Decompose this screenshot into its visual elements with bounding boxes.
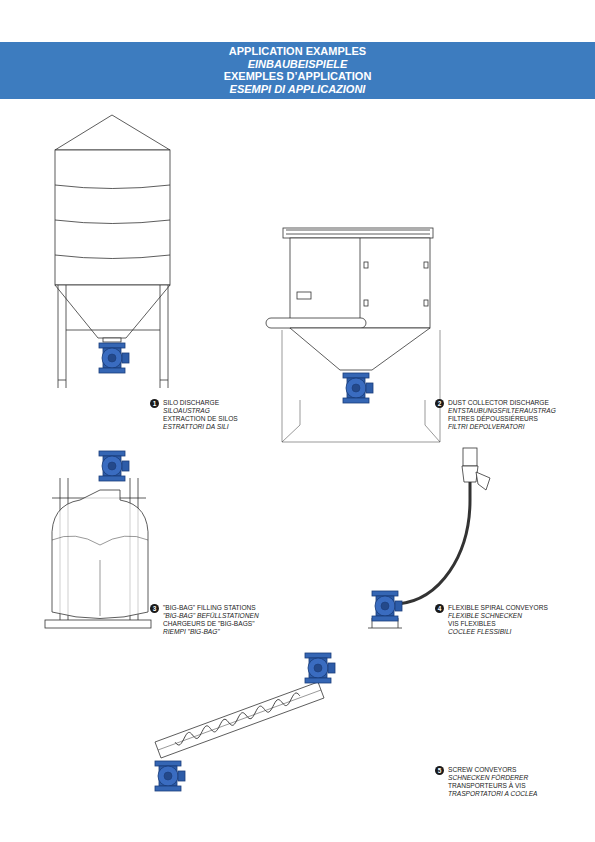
application-caption: TRASPORTATORI A COCLEA [448, 790, 538, 798]
callout-number: 1 [150, 399, 159, 408]
application-caption: FLEXIBLE SPIRAL CONVEYORS [448, 604, 548, 612]
application-caption: FILTRES DÉPOUSSIÉREURS [448, 415, 538, 423]
application-caption: ENTSTAUBUNGSFILTERAUSTRAG [448, 407, 556, 415]
callout-number: 5 [435, 766, 444, 775]
rotary-valve [372, 591, 402, 621]
application-caption: SCREW CONVEYORS [448, 766, 517, 774]
application-caption: "BIG-BAG" FILLING STATIONS [163, 604, 256, 612]
rotary-valve [305, 653, 335, 683]
header-title: EXEMPLES D’APPLICATION [0, 70, 595, 83]
application-caption: VIS FLEXIBLES [448, 620, 496, 628]
application-caption: CHARGEURS DE "BIG-BAGS" [163, 620, 255, 628]
header-title: APPLICATION EXAMPLES [0, 45, 595, 58]
application-caption: SILO DISCHARGE [163, 399, 219, 407]
application-caption: COCLEE FLESSIBILI [448, 628, 511, 636]
application-caption: EXTRACTION DE SILOS [163, 415, 238, 423]
callout-number: 2 [435, 399, 444, 408]
application-caption: FLEXIBLE SCHNECKEN [448, 612, 522, 620]
application-caption: RIEMPI "BIG-BAG" [163, 628, 220, 636]
application-caption: ESTRATTORI DA SILI [163, 423, 228, 431]
application-caption: FILTRI DEPOLVERATORI [448, 423, 525, 431]
callout-number: 4 [435, 604, 444, 613]
big-bag-station [45, 478, 151, 628]
rotary-valve [343, 373, 373, 403]
dust-collector [266, 228, 440, 442]
screw-conveyor [155, 682, 324, 758]
rotary-valve [99, 343, 129, 373]
application-caption: SILOAUSTRAG [163, 407, 210, 415]
header-band: APPLICATION EXAMPLESEINBAUBEISPIELEEXEMP… [0, 42, 595, 99]
silo [55, 115, 170, 388]
flexible-spiral-conveyor [368, 448, 490, 628]
callout-number: 3 [150, 604, 159, 613]
application-caption: SCHNECKEN FÖRDERER [448, 774, 528, 782]
header-title: ESEMPI DI APPLICAZIONI [0, 83, 595, 96]
rotary-valve [99, 451, 129, 481]
rotary-valve [155, 761, 185, 791]
application-caption: "BIG-BAG" BEFÜLLSTATIONEN [163, 612, 259, 620]
application-caption: TRANSPORTEURS À VIS [448, 782, 526, 790]
header-title: EINBAUBEISPIELE [0, 58, 595, 71]
application-caption: DUST COLLECTOR DISCHARGE [448, 399, 549, 407]
